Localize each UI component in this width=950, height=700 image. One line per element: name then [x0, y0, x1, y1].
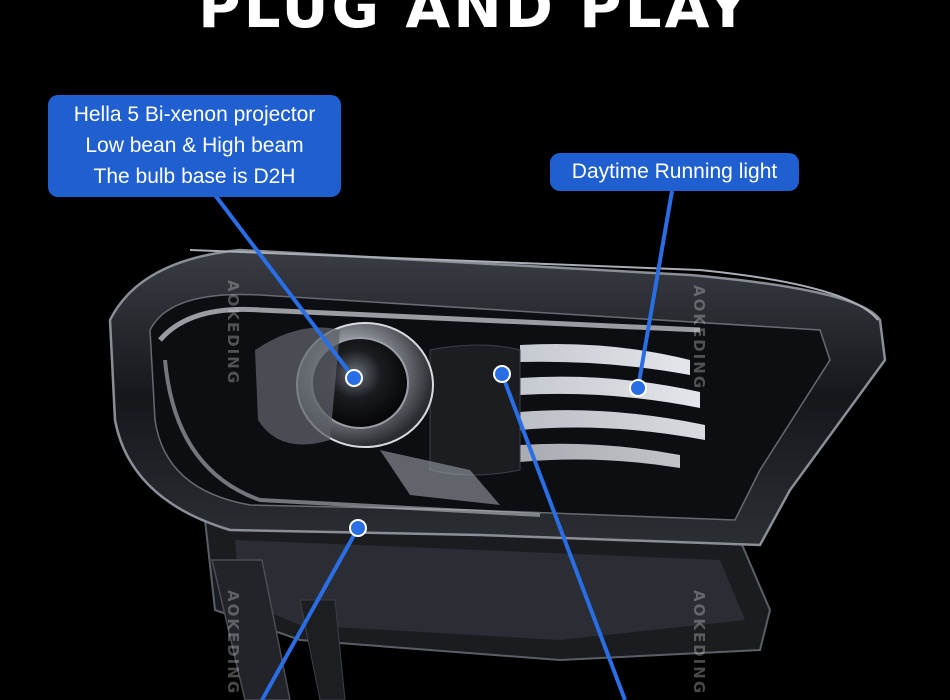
pointer-reflector [500, 373, 627, 700]
callout-projector-line-1: Hella 5 Bi-xenon projector [73, 103, 316, 126]
projector-shroud [255, 327, 340, 445]
callout-projector-line-2: Low bean & High beam [85, 134, 304, 157]
pointer-dots [345, 365, 647, 537]
watermark-left-lower: AOKEDING [224, 590, 242, 696]
reflector [429, 344, 521, 476]
lens-top-edge [189, 249, 879, 321]
lower-lens [235, 540, 745, 640]
pointer-drl [636, 190, 674, 389]
watermark-right-lower: AOKEDING [690, 590, 708, 696]
pointer-lines [213, 190, 674, 700]
dot-drl [629, 379, 647, 397]
callout-projector: Hella 5 Bi-xenon projector Low bean & Hi… [48, 95, 341, 197]
mount-bracket [211, 559, 291, 700]
drl-blades [520, 344, 705, 468]
dot-reflector [493, 365, 511, 383]
pointer-indicator [260, 527, 360, 700]
callout-projector-line-3: The bulb base is D2H [93, 165, 296, 188]
watermark-right-upper: AOKEDING [690, 285, 708, 391]
led-ring [158, 306, 701, 342]
dot-projector [345, 369, 363, 387]
led-ring-lower [163, 359, 541, 517]
callout-drl: Daytime Running light [550, 153, 799, 191]
page-title: PLUG AND PLAY [198, 0, 752, 41]
projector-base [380, 450, 500, 505]
dot-indicator [349, 519, 367, 537]
mount-bracket-right [299, 599, 346, 700]
watermark-left-upper: AOKEDING [224, 280, 242, 386]
pointer-projector [213, 193, 355, 379]
